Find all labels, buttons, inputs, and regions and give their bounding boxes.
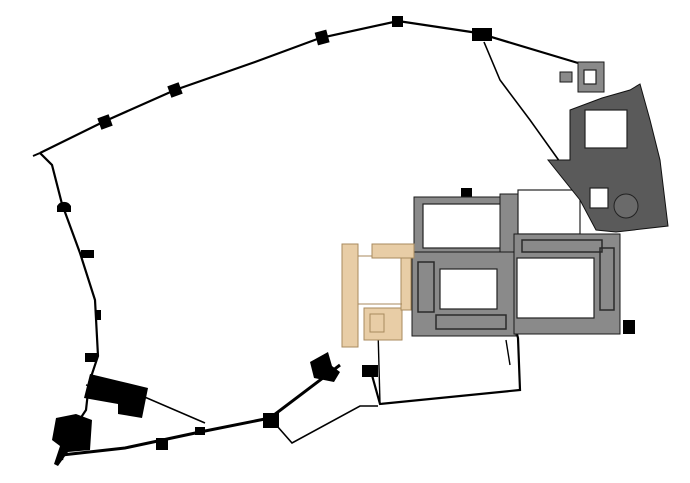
north-hall xyxy=(422,203,502,249)
tower xyxy=(314,29,330,46)
east-rooms xyxy=(599,247,615,311)
east-courtyard xyxy=(516,257,595,319)
bastion xyxy=(310,352,340,382)
central-room-west xyxy=(417,261,435,313)
tower xyxy=(95,310,101,320)
corner-tower xyxy=(623,320,635,334)
tower xyxy=(362,365,378,377)
tower xyxy=(156,438,168,450)
bastion xyxy=(84,374,148,418)
cloister-yard xyxy=(584,109,628,149)
tower xyxy=(81,250,94,258)
small-chapel xyxy=(559,71,573,83)
existing-palace xyxy=(411,61,669,337)
central-room-south xyxy=(435,314,507,330)
cloister-wing xyxy=(546,83,669,233)
apse xyxy=(613,193,639,219)
cloister-small-court xyxy=(589,187,609,209)
new-wing xyxy=(341,243,415,348)
new-wing-room xyxy=(369,313,385,333)
new-wing-long-block xyxy=(341,243,359,348)
tower xyxy=(392,16,403,27)
tower xyxy=(472,28,492,41)
tower xyxy=(461,188,472,197)
ne-yard xyxy=(517,189,581,235)
central-courtyard xyxy=(439,268,498,310)
tower xyxy=(57,201,71,212)
east-gallery-north xyxy=(521,239,603,253)
tower xyxy=(97,114,113,130)
new-wing-connector xyxy=(400,257,412,311)
tower xyxy=(195,427,205,435)
bastion xyxy=(52,414,92,466)
tower xyxy=(263,413,279,428)
new-wing-north-bar xyxy=(371,243,415,259)
tower xyxy=(167,82,183,98)
wall-towers xyxy=(52,16,492,466)
tower xyxy=(85,353,97,362)
cloister-annex-room xyxy=(583,69,597,85)
